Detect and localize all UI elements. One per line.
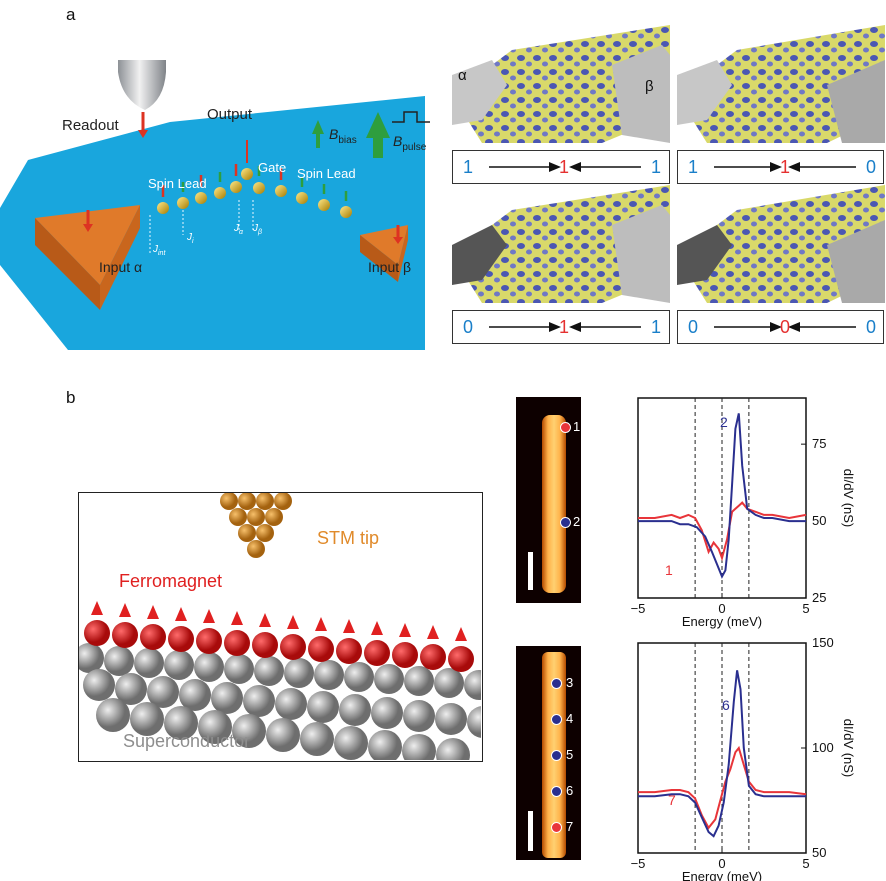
truth-row-3: 0 1 1: [452, 310, 670, 344]
point-label: 4: [566, 711, 574, 726]
input-beta-electrode: [360, 225, 408, 265]
input-b-value: 1: [651, 317, 662, 337]
series-line-6: [638, 670, 806, 838]
input-a-value: 0: [688, 317, 699, 337]
output-value: 1: [780, 157, 791, 177]
ferromagnet-illustration: STM tip Ferromagnet Superconductor: [78, 492, 483, 762]
b-bias-arrow-icon: [312, 120, 324, 148]
point-label: 5: [566, 747, 574, 762]
series-label-2: 2: [720, 414, 728, 430]
x-tick-label: 0: [718, 856, 725, 871]
y-tick-label: 50: [812, 845, 826, 860]
input-a-value: 0: [463, 317, 474, 337]
stm-strip-top: 1 2: [516, 397, 581, 603]
input-b-value: 0: [866, 317, 877, 337]
b-bias-label: Bbias: [329, 126, 357, 146]
input-alpha-electrode: [35, 205, 140, 285]
series-label-7: 7: [668, 792, 676, 808]
svg-text:β: β: [645, 78, 654, 95]
x-tick-label: −5: [631, 601, 646, 616]
input-beta-label: Input β: [368, 259, 412, 275]
stm-image-2: [677, 25, 885, 143]
point-label: 2: [573, 514, 581, 529]
y-tick-label: 150: [812, 635, 834, 650]
input-a-value: 1: [463, 157, 474, 177]
y-axis-label: dI/dV (nS): [841, 719, 856, 778]
series-line-2: [638, 413, 806, 579]
truth-row-1: 1 1 1: [452, 150, 670, 184]
spin-lead-left-label: Spin Lead: [148, 176, 207, 191]
series-line-7: [638, 745, 807, 830]
ferromagnet-label: Ferromagnet: [119, 571, 223, 591]
svg-text:α: α: [458, 67, 467, 84]
x-axis-label: Energy (meV): [682, 614, 762, 629]
j-beta-label: Jβ: [253, 223, 262, 236]
point-label: 1: [573, 419, 581, 434]
point-label: 6: [566, 783, 574, 798]
stm-tip-label: STM tip: [317, 528, 380, 548]
x-tick-label: 5: [802, 601, 809, 616]
spin-chain: [149, 140, 352, 255]
input-b-value: 1: [651, 157, 662, 177]
series-label-6: 6: [722, 697, 730, 713]
b-pulse-arrow-icon: [366, 112, 390, 158]
readout-label: Readout: [62, 117, 119, 134]
series-label-1: 1: [665, 562, 673, 578]
x-tick-label: −5: [631, 856, 646, 871]
superconductor-atoms: [79, 643, 482, 761]
y-tick-label: 75: [812, 436, 826, 451]
point-label: 3: [566, 675, 574, 690]
y-tick-label: 50: [812, 513, 826, 528]
b-pulse-label: Bpulse: [393, 133, 427, 153]
atom-chain-drawing: [79, 493, 482, 761]
input-alpha-label: Input α: [99, 259, 143, 275]
j-int-label: Jint: [153, 244, 166, 257]
x-tick-label: 0: [718, 601, 725, 616]
stm-tip-atoms: [220, 493, 292, 558]
truth-row-2: 1 1 0: [677, 150, 884, 184]
stm-image-3: [452, 185, 670, 303]
logic-gate-schematic: [0, 60, 430, 350]
y-axis-label: dI/dV (nS): [841, 469, 856, 528]
x-tick-label: 5: [802, 856, 809, 871]
stm-tip-icon: [118, 60, 166, 110]
ferromagnet-atoms: [84, 601, 474, 672]
input-b-value: 0: [866, 157, 877, 177]
panel-a-letter: a: [66, 5, 76, 24]
output-value: 1: [559, 317, 570, 337]
stm-image-1: α β: [452, 25, 670, 143]
output-value: 1: [559, 157, 570, 177]
stm-image-4: [677, 185, 885, 303]
gate-label: Gate: [258, 160, 287, 175]
j-alpha-label: Jα: [234, 223, 243, 236]
stm-strip-bottom: 3 4 5 6 7: [516, 646, 581, 860]
y-tick-label: 25: [812, 590, 826, 605]
output-label: Output: [207, 106, 253, 123]
input-a-value: 1: [688, 157, 699, 177]
y-tick-label: 100: [812, 740, 834, 755]
pulse-waveform-icon: [392, 111, 430, 123]
spin-lead-right-label: Spin Lead: [297, 166, 356, 181]
j-i-label: Ji: [187, 232, 194, 245]
panel-b-letter: b: [66, 388, 76, 407]
output-value: 0: [780, 317, 791, 337]
truth-row-4: 0 0 0: [677, 310, 884, 344]
superconductor-label: Superconductor: [123, 731, 251, 751]
series-line-1: [638, 501, 807, 562]
point-label: 7: [566, 819, 574, 834]
x-axis-label: Energy (meV): [682, 869, 762, 881]
